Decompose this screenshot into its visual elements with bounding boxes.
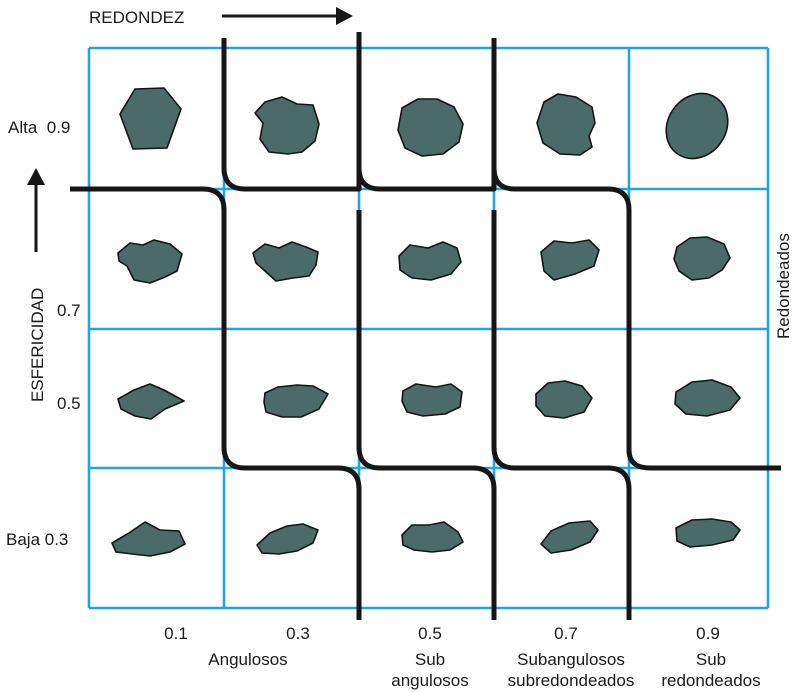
class-redondeados-line2: redondeados	[661, 671, 760, 690]
boundary-subredondeados	[491, 38, 781, 471]
class-subredondeados-line1: Subangulosos	[517, 650, 625, 669]
grain-r2-c2	[252, 241, 319, 282]
class-angulosos: Angulosos	[208, 650, 287, 669]
grain-r3-c2	[263, 384, 329, 418]
grain-r3-c5	[674, 379, 741, 417]
class-subangulosos-line2: angulosos	[391, 671, 469, 690]
grain-r1-c1	[119, 87, 182, 150]
roundness-arrow	[222, 7, 353, 25]
class-subredondeados-line2: subredondeados	[508, 671, 635, 690]
rounded-label: Redondeados	[774, 233, 793, 339]
grain-r3-c4	[535, 380, 593, 419]
sphericity-tick-0.3: Baja 0.3	[6, 530, 68, 549]
grain-shapes	[111, 87, 741, 557]
grain-r2-c1	[117, 239, 183, 284]
grain-r4-c4	[540, 520, 599, 554]
roundness-tick-0.5: 0.5	[418, 624, 442, 643]
roundness-tick-0.7: 0.7	[554, 624, 578, 643]
sphericity-tick-0.9: Alta 0.9	[8, 118, 70, 137]
grain-r3-c1	[117, 383, 185, 420]
boundary-row2-right	[491, 210, 632, 620]
grain-r3-c3	[401, 383, 463, 417]
grain-r4-c5	[675, 518, 741, 548]
boundary-angulosos	[221, 32, 362, 192]
boundary-subangulosos	[356, 32, 497, 192]
grain-r2-c4	[540, 239, 600, 281]
sphericity-axis-label: ESFERICIDAD	[28, 288, 47, 402]
grain-r4-c2	[256, 523, 319, 555]
grain-r1-c5	[665, 92, 729, 160]
grain-r1-c3	[397, 98, 464, 157]
roundness-axis-label: REDONDEZ	[89, 8, 184, 27]
roundness-tick-0.1: 0.1	[164, 624, 188, 643]
roundness-tick-0.9: 0.9	[696, 624, 720, 643]
sphericity-tick-0.5: 0.5	[57, 394, 81, 413]
grain-r2-c3	[398, 241, 462, 281]
class-subangulosos-line1: Sub	[415, 650, 445, 669]
grain-r4-c1	[111, 521, 186, 557]
grain-r4-c3	[401, 521, 464, 553]
boundary-row2-left	[70, 186, 362, 620]
grain-r1-c2	[254, 96, 320, 155]
sphericity-arrow	[27, 168, 45, 252]
grain-r2-c5	[673, 236, 731, 281]
roundness-tick-0.3: 0.3	[286, 624, 310, 643]
boundary-row2-mid	[356, 210, 497, 620]
sphericity-tick-0.7: 0.7	[57, 301, 81, 320]
class-redondeados-line1: Sub	[696, 650, 726, 669]
grain-r1-c4	[536, 93, 596, 156]
class-boundaries	[70, 32, 781, 620]
